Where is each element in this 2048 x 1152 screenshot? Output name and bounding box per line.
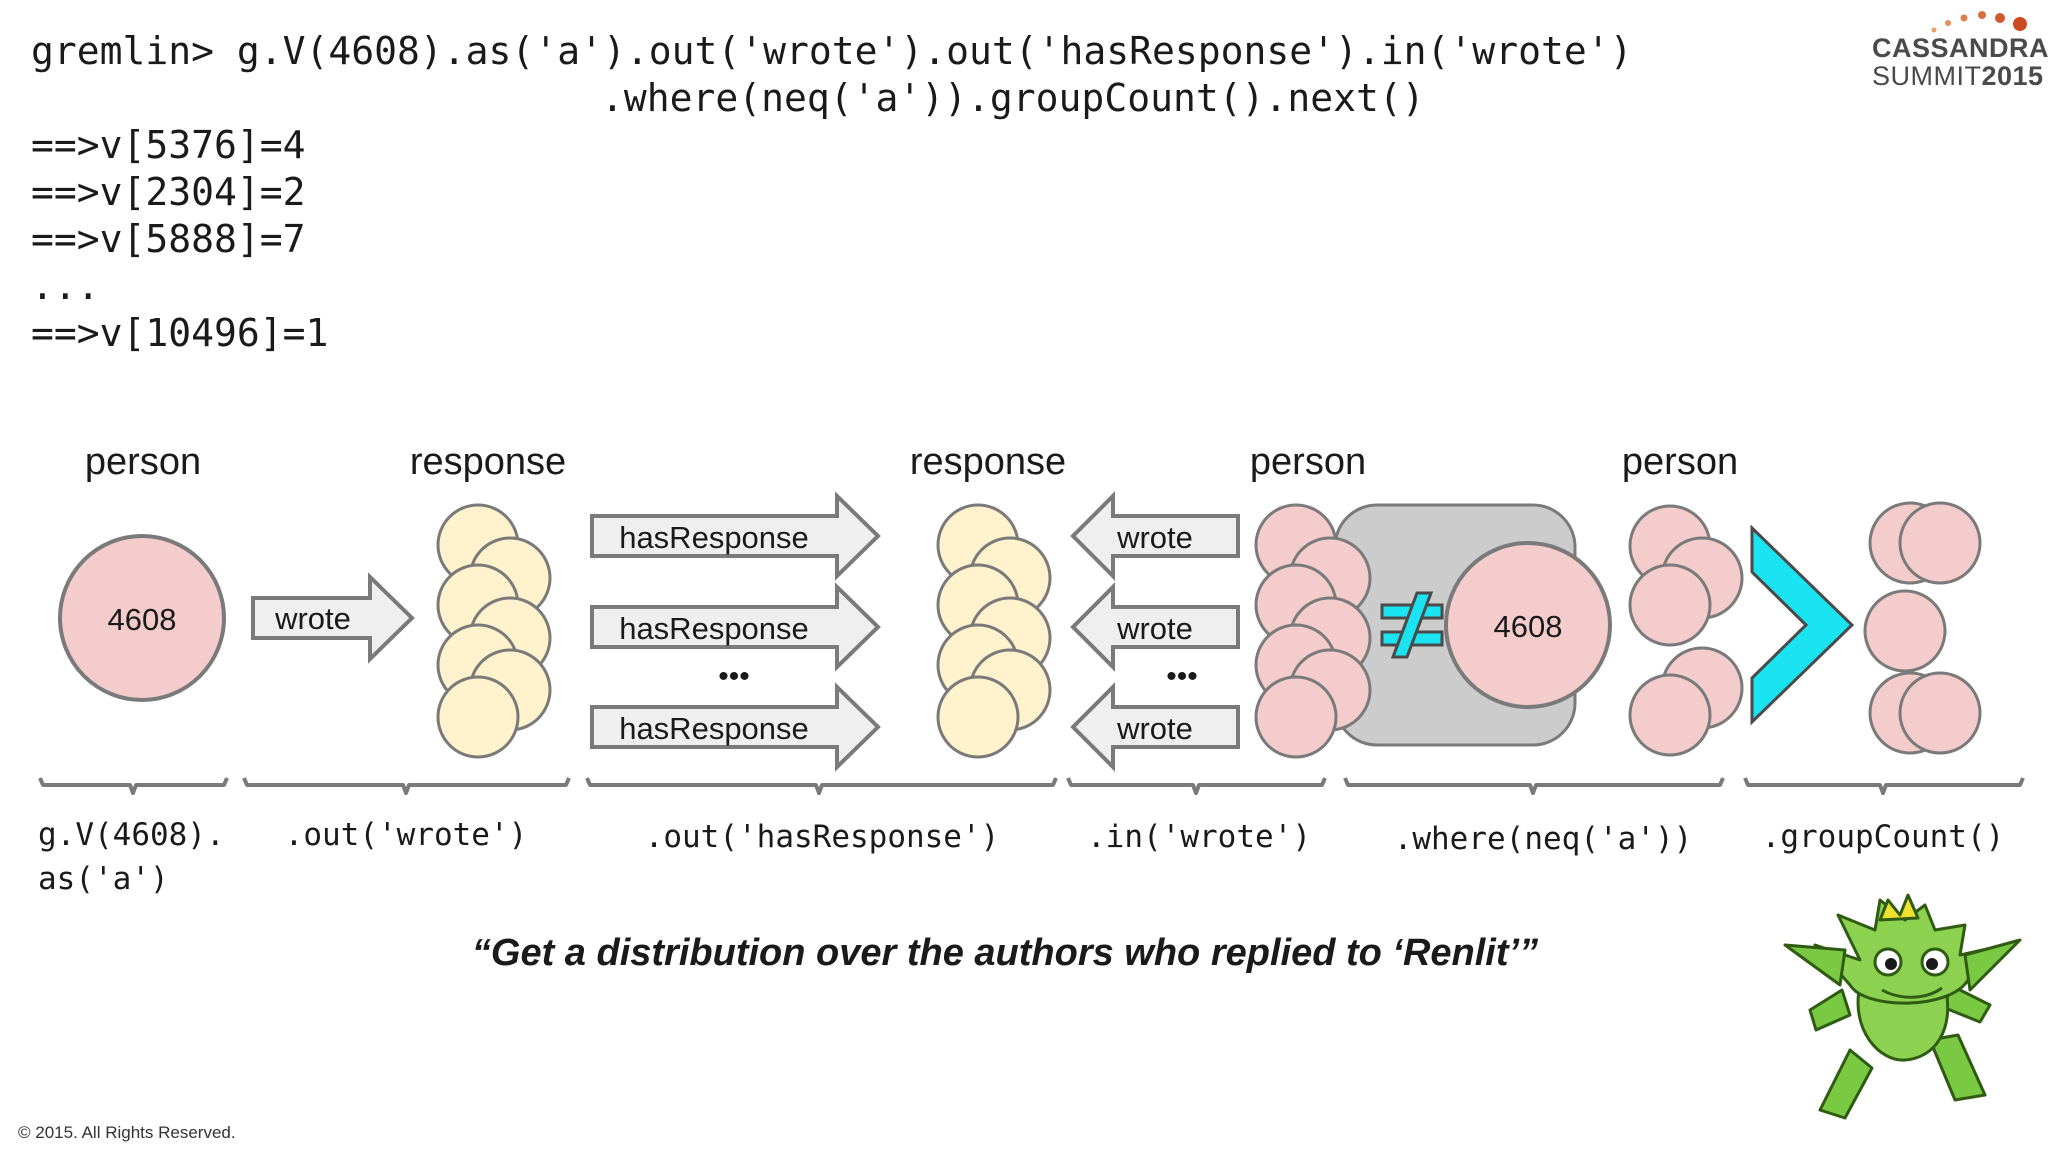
hasresponse-edge-label: hasResponse	[619, 611, 809, 646]
hasresponse-edge-arrow: hasResponse	[590, 585, 880, 669]
hasresponse-edge-arrow: hasResponse	[590, 685, 880, 769]
filter-vertex: 4608	[1444, 541, 1612, 709]
stage-label-person: person	[1250, 441, 1366, 483]
console-line-ellipsis: ...	[31, 264, 100, 308]
wrote-in-edge-label: wrote	[1116, 711, 1193, 746]
cassandra-summit-logo: CASSANDRA SUMMIT2015	[1872, 8, 2048, 91]
response-vertex-stack	[436, 503, 552, 759]
copyright-notice: © 2015. All Rights Reserved.	[18, 1123, 236, 1142]
step-label-in-wrote: .in('wrote')	[1087, 819, 1311, 855]
stage-label-person: person	[85, 441, 201, 483]
step-label-as: as('a')	[38, 861, 169, 897]
step-braces	[38, 777, 2025, 795]
wrote-in-edge-label: wrote	[1116, 520, 1193, 555]
response-vertex-stack	[936, 503, 1052, 759]
stage-label-person: person	[1622, 441, 1738, 483]
start-vertex-id: 4608	[108, 602, 177, 637]
step-label-where-neq: .where(neq('a'))	[1394, 821, 1693, 857]
not-equal-icon	[1380, 591, 1444, 659]
stage-label-response: response	[910, 441, 1066, 483]
wrote-in-edge-arrow: wrote	[1071, 494, 1240, 578]
step-label-groupcount: .groupCount()	[1762, 819, 2005, 855]
filtered-person-vertices	[1628, 504, 1744, 757]
caption: “Get a distribution over the authors who…	[471, 932, 1539, 974]
hasresponse-edge-label: hasResponse	[619, 520, 809, 555]
logo-title: CASSANDRA	[1872, 33, 2048, 63]
person-vertex-stack	[1254, 503, 1372, 759]
logo-dots-icon	[1931, 11, 2027, 33]
hasresponse-edge-arrow: hasResponse	[590, 494, 880, 578]
wrote-edge-arrow: wrote	[251, 572, 415, 664]
filter-vertex-id: 4608	[1494, 609, 1563, 644]
hasresponse-edge-label: hasResponse	[619, 711, 809, 746]
step-label-out-hasresponse: .out('hasResponse')	[645, 819, 1000, 855]
step-label-start: g.V(4608).	[38, 817, 225, 853]
console-line-result: ==>v[5888]=7	[31, 217, 306, 261]
wrote-edge-label: wrote	[274, 601, 351, 636]
console-line-result: ==>v[10496]=1	[31, 311, 329, 355]
step-label-out-wrote: .out('wrote')	[285, 817, 528, 853]
console-line-query-continued: .where(neq('a')).groupCount().next()	[601, 76, 1425, 120]
logo-subtitle: SUMMIT2015	[1872, 61, 2044, 91]
ellipsis: •••	[718, 660, 750, 693]
console-line-result: ==>v[5376]=4	[31, 123, 306, 167]
group-chevron-icon	[1750, 524, 1855, 726]
gremlin-mascot-icon	[1783, 893, 2022, 1120]
wrote-in-edge-arrow: wrote	[1071, 585, 1240, 669]
stage-label-response: response	[410, 441, 566, 483]
ellipsis: •••	[1166, 660, 1198, 693]
console-line-result: ==>v[2304]=2	[31, 170, 306, 214]
wrote-in-edge-label: wrote	[1116, 611, 1193, 646]
grouped-person-vertices	[1863, 501, 1982, 755]
console-line-query: gremlin> g.V(4608).as('a').out('wrote').…	[31, 29, 1633, 73]
start-vertex: 4608	[58, 534, 226, 702]
gremlin-console-output: gremlin> g.V(4608).as('a').out('wrote').…	[31, 28, 1632, 357]
wrote-in-edge-arrow: wrote	[1071, 685, 1240, 769]
